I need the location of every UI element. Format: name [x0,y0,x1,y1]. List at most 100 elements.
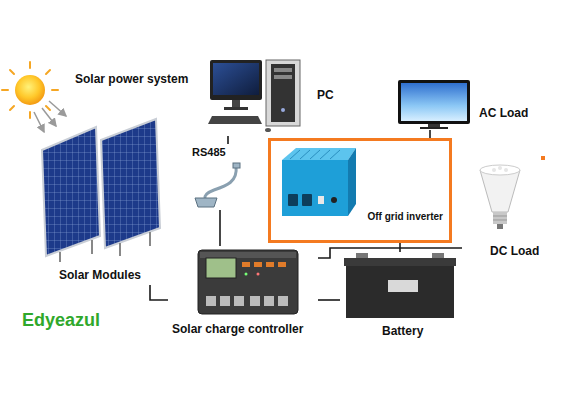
charge-controller-icon [220,296,230,306]
wire [399,243,401,252]
sun-icon [2,89,8,91]
sun-icon [2,62,58,118]
component-label: Battery [382,324,423,338]
rs485-cable [205,166,236,199]
tv-icon [401,83,467,121]
solar-panels [42,127,100,256]
inverter-icon [331,197,337,203]
tv-icon [428,124,440,127]
component-box: DC Load [462,160,562,260]
rs485-cable [195,198,217,207]
charge-controller-icon [245,273,248,276]
tv-icon [398,80,470,129]
charge-controller-icon [206,296,216,306]
component-label: RS485 [192,146,226,159]
component-box: Solar charge controller [168,246,318,342]
charge-controller-icon [200,252,296,258]
diagram-title: Solar power system [75,72,188,86]
title-holder: Solar power system [75,72,188,86]
solar-panels [59,252,61,262]
component-label: Solar Modules [59,268,141,282]
pc-icon [266,60,300,126]
inverter-icon [310,150,320,159]
sunlight-arrows [34,101,66,132]
pc-icon [208,60,300,132]
inverter-icon [300,150,310,159]
charge-controller-icon [257,273,260,276]
dc-bulb-icon [493,216,507,217]
watermark-holder: Edyeazul [22,310,100,332]
tv-icon [398,80,470,124]
solar-panels [42,119,160,262]
dc-bulb-icon [492,168,496,172]
sun-icon [10,106,14,110]
watermark: Edyeazul [22,310,100,332]
sun-icon [52,89,58,91]
pc-icon [274,75,292,79]
sun-icon [46,70,50,74]
wire [150,285,168,300]
charge-controller-icon [254,262,262,267]
inverter-icon [290,150,340,159]
dc-bulb-icon [498,166,502,170]
inverter-icon [282,148,356,160]
pc-icon [281,108,285,112]
inverter-icon [330,150,340,159]
charge-controller-icon [266,262,274,267]
dc-bulb-icon [493,220,507,221]
inverter-icon [288,194,298,206]
component-label: AC Load [479,106,528,120]
battery-icon [344,258,456,266]
charge-controller-icon [206,258,236,278]
wire [227,136,229,144]
inverter-icon [320,150,330,159]
sun-icon [2,62,58,118]
inverter-icon [282,160,348,216]
component-box: Battery [340,252,460,342]
rs485-cable [233,163,240,168]
sun-icon [46,106,50,110]
dc-bulb-icon [493,212,507,224]
charge-controller-icon [234,296,244,306]
inverter-icon [318,196,324,204]
solar-panels [91,240,93,254]
battery-icon [346,266,454,318]
component-label: PC [317,88,334,102]
charge-controller-icon [198,250,298,314]
sunlight-arrows [42,108,56,126]
solar-panels [149,232,151,246]
solar-panels [101,119,160,248]
sunlight-arrows [49,101,66,116]
pc-icon [265,128,271,132]
wire [318,299,340,301]
dc-bulb-icon [504,168,508,172]
sun-icon [29,62,31,68]
wire [219,210,221,246]
inverter-icon [290,150,300,159]
charge-controller-icon [278,296,288,306]
inverter-icon [302,194,312,206]
rs485-cable [195,163,240,207]
dc-bulb-icon [480,170,520,212]
sun-icon [10,70,14,74]
orange-dot [541,156,545,160]
component-label: Off grid inverter [367,211,443,223]
dc-bulb-icon [497,224,503,229]
component-label: Solar charge controller [172,322,303,336]
component-box: RS485 [188,144,246,210]
pc-icon [210,60,262,100]
solar-panels [119,243,121,256]
pc-icon [274,68,292,72]
wire [318,248,462,258]
charge-controller-icon [250,296,260,306]
battery-icon [388,280,418,292]
pc-icon [271,64,295,122]
dc-bulb-icon [480,165,520,175]
wire [429,130,431,138]
inverter-icon [282,148,356,216]
component-box: PC [205,58,337,136]
charge-controller-icon [264,296,274,306]
sun-icon [29,112,31,118]
